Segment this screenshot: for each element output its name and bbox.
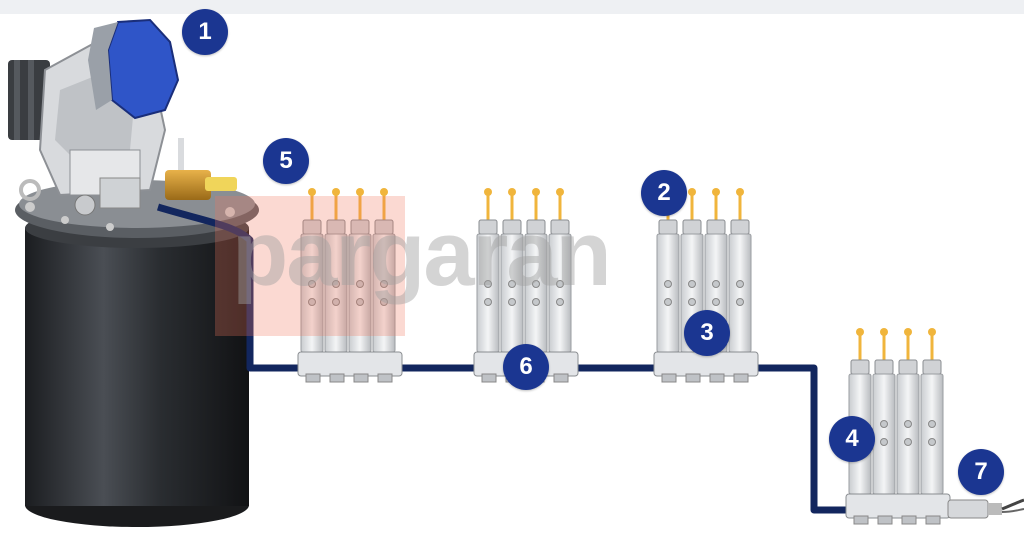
watermark: [215, 196, 405, 336]
callout-1: 1: [182, 9, 228, 55]
indicator-pin: [508, 188, 516, 220]
metering-element: [656, 219, 680, 353]
indicator-pin: [380, 188, 388, 220]
watermark-text: pargaran: [232, 203, 612, 305]
metering-element: [372, 219, 396, 353]
indicator-pin: [556, 188, 564, 220]
callout-5: 5: [263, 138, 309, 184]
callout-6: 6: [503, 344, 549, 390]
indicator-pin: [356, 188, 364, 220]
manifold-base: [845, 493, 951, 525]
metering-element: [728, 219, 752, 353]
metering-element: [324, 219, 348, 353]
indicator-pin: [928, 328, 936, 360]
callout-4: 4: [829, 416, 875, 462]
callout-7: 7: [958, 449, 1004, 495]
top-band: [0, 0, 1024, 14]
metering-element: [476, 219, 500, 353]
indicator-pin: [308, 188, 316, 220]
divider-block: [653, 188, 759, 383]
metering-element: [524, 219, 548, 353]
manifold-base: [297, 351, 403, 383]
metering-element: [300, 219, 324, 353]
callout-2: 2: [641, 170, 687, 216]
watermark-logo-box: [215, 196, 405, 336]
indicator-pin: [484, 188, 492, 220]
metering-element: [872, 359, 896, 495]
indicator-pin: [532, 188, 540, 220]
indicator-pin: [856, 328, 864, 360]
callout-3: 3: [684, 310, 730, 356]
pressure-switch: [947, 498, 1024, 519]
indicator-pin: [736, 188, 744, 220]
main-lubrication-line: [156, 203, 848, 514]
metering-element: [920, 359, 944, 495]
metering-element: [348, 219, 372, 353]
indicator-pin: [904, 328, 912, 360]
metering-element: [500, 219, 524, 353]
indicator-pin: [880, 328, 888, 360]
metering-element: [896, 359, 920, 495]
divider-block: [297, 188, 403, 383]
indicator-pin: [712, 188, 720, 220]
manifold-base: [653, 351, 759, 383]
indicator-pin: [688, 188, 696, 220]
indicator-pin: [332, 188, 340, 220]
